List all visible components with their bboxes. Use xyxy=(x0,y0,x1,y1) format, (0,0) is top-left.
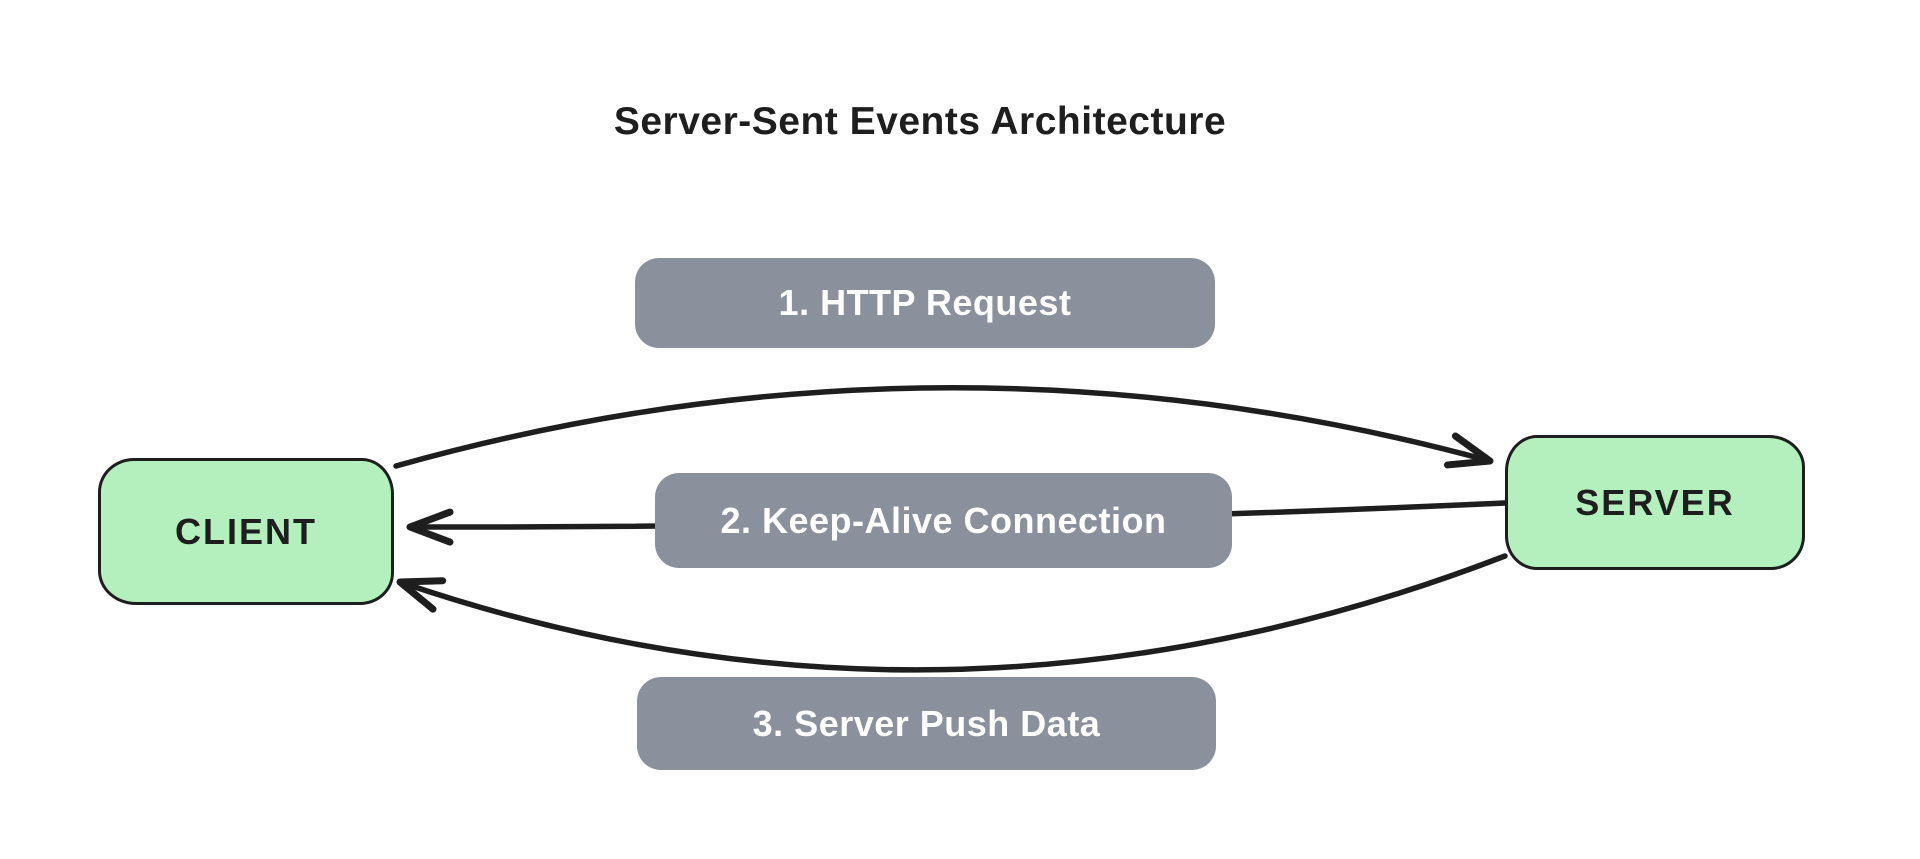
label-server-push-data-text: 3. Server Push Data xyxy=(752,702,1101,744)
label-server-push-data[interactable]: 3. Server Push Data xyxy=(637,677,1216,770)
label-http-request[interactable]: 1. HTTP Request xyxy=(635,258,1215,348)
node-client-label: CLIENT xyxy=(175,510,317,552)
node-server-label: SERVER xyxy=(1575,481,1735,523)
label-http-request-text: 1. HTTP Request xyxy=(778,282,1072,323)
diagram-title: Server-Sent Events Architecture xyxy=(613,100,1227,143)
node-client[interactable]: CLIENT xyxy=(98,458,394,605)
label-keep-alive-connection[interactable]: 2. Keep-Alive Connection xyxy=(655,473,1232,568)
node-server[interactable]: SERVER xyxy=(1505,435,1805,570)
label-keep-alive-connection-text: 2. Keep-Alive Connection xyxy=(720,499,1167,541)
arrow-http-request[interactable] xyxy=(393,385,1494,469)
arrow-server-push-data[interactable] xyxy=(396,553,1508,673)
